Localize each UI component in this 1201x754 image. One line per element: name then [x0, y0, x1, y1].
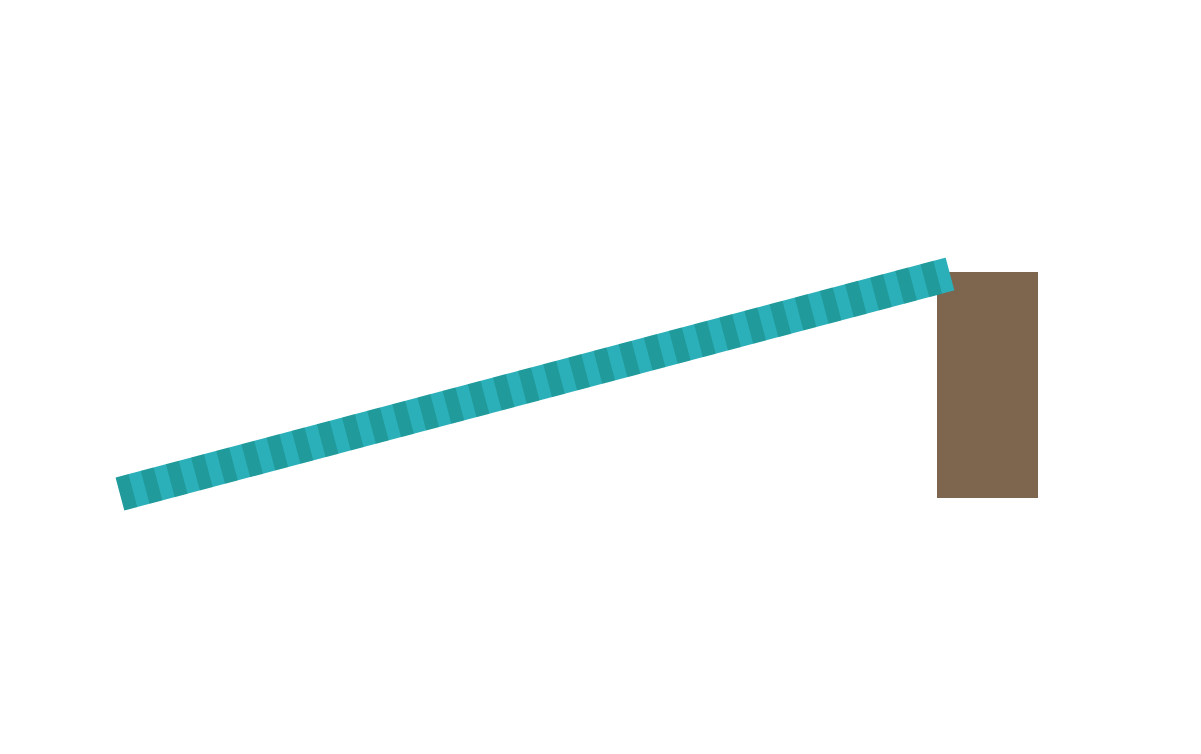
ramp-stripe	[417, 394, 440, 431]
ramp-stripe	[819, 287, 842, 324]
ramp-stripe	[543, 360, 565, 398]
ramp-stripe	[719, 314, 741, 351]
ramp-stripe	[367, 407, 389, 444]
ramp-stripe	[492, 374, 515, 411]
ramp-stripe	[291, 427, 314, 464]
ramp-stripe	[165, 460, 188, 498]
ramp-stripe	[643, 334, 666, 371]
ramp-stripe	[115, 474, 138, 511]
support-block[interactable]	[937, 272, 1038, 498]
ramp-stripe	[191, 454, 213, 491]
ramp-stripe	[618, 340, 641, 378]
ramp-stripe	[593, 347, 616, 384]
ramp-stripe	[342, 414, 364, 451]
ramp-stripe	[668, 327, 691, 364]
ramp-stripe	[140, 467, 163, 504]
ramp-stripe	[568, 354, 590, 391]
ramp-stripe	[769, 300, 792, 338]
ramp-stripe	[241, 440, 263, 478]
ramp-stripe	[845, 280, 867, 318]
ramp-stripe	[694, 320, 716, 358]
ramp-stripe	[518, 367, 540, 404]
ramp-stripe	[266, 434, 289, 471]
ramp-stripe	[895, 267, 917, 304]
ramp-stripe	[392, 400, 414, 438]
ramp-stripe	[870, 274, 892, 311]
ramp-stripe	[442, 387, 465, 424]
ramp-stripe	[920, 260, 943, 298]
ramp-stripe	[744, 307, 767, 344]
ramp-stripe	[216, 447, 238, 484]
ramp-stripe	[316, 420, 339, 458]
ramp-stripe	[794, 294, 817, 331]
ramp-stripe	[467, 380, 490, 418]
ramp-plank[interactable]	[115, 257, 955, 511]
